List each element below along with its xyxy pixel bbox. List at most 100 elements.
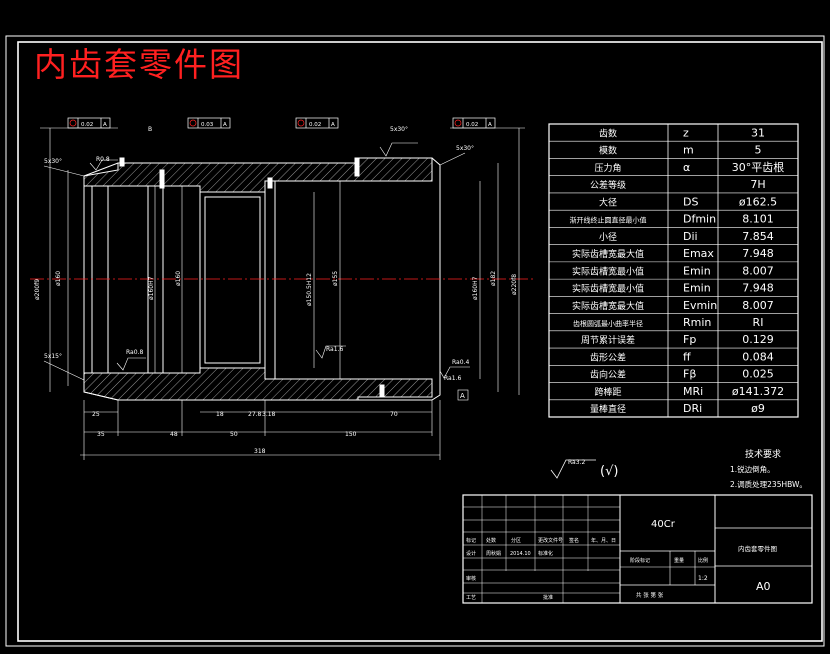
- dim-d4: ø160: [175, 271, 182, 286]
- tol-1-datum: A: [103, 122, 107, 128]
- param-name: 模数: [599, 145, 617, 157]
- tb-ratio: 比例: [698, 557, 708, 564]
- param-symbol: MRi: [683, 385, 703, 398]
- param-value: 0.025: [742, 368, 774, 381]
- param-value: 30°平齿根: [732, 160, 785, 174]
- tb-approve: 批准: [543, 594, 553, 601]
- dim-d2: ø160: [55, 271, 62, 286]
- dim-l150: 150: [345, 431, 357, 438]
- tb-label-mark: 标记: [466, 537, 476, 544]
- tb-label-file: 更改文件号: [538, 537, 563, 544]
- tb-scale: 1:2: [698, 575, 708, 582]
- roughness-symbol: [550, 459, 596, 479]
- param-value: 7.948: [742, 282, 774, 295]
- page-title: 内齿套零件图: [34, 45, 244, 84]
- param-symbol: Emax: [683, 247, 714, 260]
- param-symbol: ff: [683, 350, 691, 363]
- tol-4-datum: A: [488, 122, 492, 128]
- param-value: ø9: [751, 402, 765, 415]
- tol-3: 0.02: [309, 122, 321, 128]
- dim-d5: ø150.5H12: [306, 273, 313, 306]
- param-value: ø141.372: [732, 385, 784, 398]
- param-symbol: Rmin: [683, 316, 711, 329]
- param-name: 齿根圆弧最小曲率半径: [573, 319, 643, 328]
- param-value: 8.101: [742, 213, 774, 226]
- param-name: 公差等级: [590, 179, 626, 191]
- param-name: 量棒直径: [590, 403, 626, 415]
- chamfer-2: 5x30°: [390, 126, 408, 133]
- chamfer-1: 5x30°: [44, 158, 62, 165]
- title-block: [462, 494, 813, 604]
- param-symbol: Emin: [683, 282, 711, 295]
- dim-l50: 50: [230, 431, 238, 438]
- param-name: 实际齿槽宽最大值: [572, 248, 644, 260]
- chamfer-4: 5x30°: [456, 145, 474, 152]
- diameter-dimensions: [40, 127, 525, 395]
- param-name: 跨棒距: [594, 386, 621, 398]
- param-name: 压力角: [594, 162, 621, 174]
- tb-std: 标准化: [538, 550, 553, 557]
- tol-2-datum: A: [223, 122, 227, 128]
- roughness-other: (√): [600, 464, 618, 479]
- section-label: B: [148, 126, 152, 133]
- param-value: 7.854: [742, 230, 774, 243]
- tb-label-sign: 签名: [569, 537, 579, 544]
- tol-4: 0.02: [466, 122, 478, 128]
- param-name: 小径: [599, 231, 617, 243]
- tech-item-1: 1.锐边倒角。: [730, 464, 775, 474]
- rough-4: Ra0.4: [452, 359, 469, 366]
- dim-l70: 70: [390, 411, 398, 418]
- dim-l48: 48: [170, 431, 178, 438]
- dim-l318: 318: [254, 448, 266, 455]
- param-symbol: Dfmin: [683, 213, 716, 226]
- param-symbol: m: [683, 144, 694, 157]
- param-value: 31: [751, 126, 765, 139]
- tolerance-frames: [67, 117, 496, 129]
- param-name: 渐开线终止圆直径最小值: [570, 216, 647, 225]
- param-value: 7H: [750, 178, 765, 191]
- tech-item-2: 2.调质处理235HBW。: [730, 479, 807, 489]
- tb-label-zone: 分区: [511, 537, 521, 544]
- rough-5: Ra1.6: [444, 375, 461, 382]
- tb-designer: 周秋娟: [486, 550, 501, 557]
- tech-heading: 技术要求: [745, 448, 781, 460]
- param-name: 实际齿槽宽最大值: [572, 300, 644, 312]
- param-symbol: Fβ: [683, 368, 696, 381]
- tb-craft: 工艺: [466, 595, 476, 601]
- dim-d9: ø220f8: [511, 274, 518, 295]
- param-symbol: DRi: [683, 402, 702, 415]
- dim-l25: 25: [92, 411, 100, 418]
- rough-3: Ra1.6: [326, 346, 343, 353]
- param-value: RI: [753, 316, 764, 329]
- tb-name: 内齿套零件图: [738, 544, 777, 553]
- tb-date: 2014.10: [510, 551, 531, 557]
- dim-l35: 35: [97, 431, 105, 438]
- param-name: 实际齿槽宽最小值: [572, 283, 644, 295]
- tb-label-count: 处数: [486, 537, 496, 544]
- param-symbol: Emin: [683, 264, 711, 277]
- param-value: 8.007: [742, 299, 774, 312]
- tech-requirements: 技术要求 1.锐边倒角。 2.调质处理235HBW。: [730, 448, 807, 489]
- param-name: 齿形公差: [590, 351, 626, 363]
- dim-d8: ø182: [490, 271, 497, 286]
- param-symbol: Evmin: [683, 299, 717, 312]
- param-value: ø162.5: [739, 195, 777, 208]
- tb-review: 审核: [466, 575, 476, 582]
- dim-d3: ø160H7: [148, 276, 155, 300]
- tol-3-datum: A: [331, 122, 335, 128]
- chamfer-3: 5x15°: [44, 353, 62, 360]
- param-symbol: α: [683, 161, 690, 174]
- param-name: 齿向公差: [590, 369, 626, 381]
- tb-material: 40Cr: [651, 519, 676, 530]
- rough-2: Ra0.8: [126, 349, 143, 356]
- dim-d6: ø155: [332, 271, 339, 286]
- param-name: 齿数: [599, 127, 617, 139]
- param-name: 实际齿槽宽最小值: [572, 265, 644, 277]
- tb-label-date: 年、月、日: [591, 537, 616, 544]
- param-symbol: DS: [683, 195, 698, 208]
- rough-1: R0.8: [96, 156, 110, 163]
- param-symbol: Fp: [683, 333, 696, 346]
- param-value: 7.948: [742, 247, 774, 260]
